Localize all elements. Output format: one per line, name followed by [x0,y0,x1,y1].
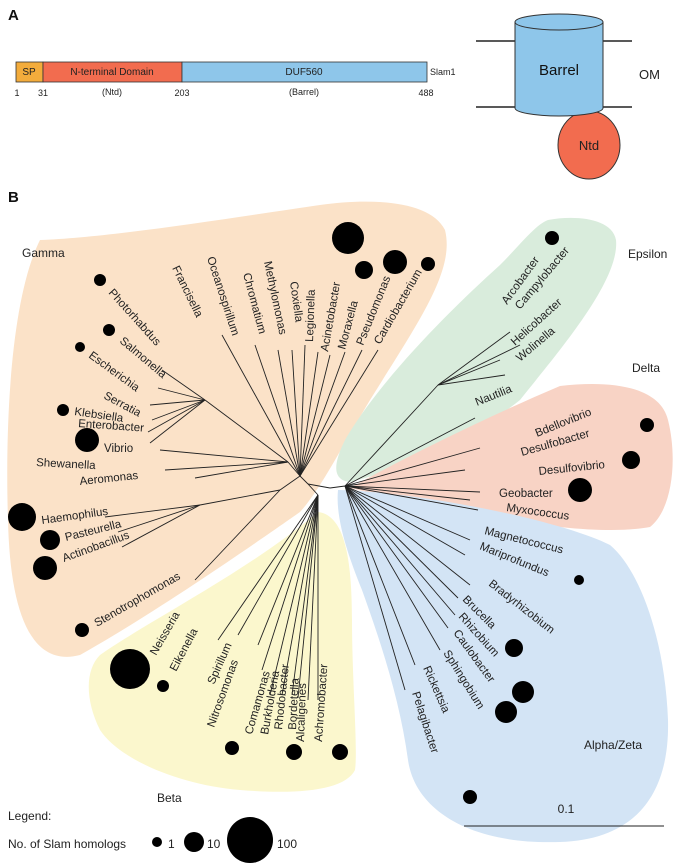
position-4: 488 [418,88,433,98]
membrane-topology: Barrel Ntd OM [476,13,660,180]
dot-eikenella [157,680,169,692]
legend-title: Legend: [8,809,51,823]
dot-vibrio [75,428,99,452]
domain-ntd-label: N-terminal Domain [70,67,153,78]
clade-label-delta: Delta [632,361,660,375]
legend-dot-large [227,817,273,863]
dot-salmonella [103,324,115,336]
dot-achromobacter [332,744,348,760]
barrel-top [514,13,604,31]
legend-dot-medium [184,832,204,852]
taxon-label: Alcaligenes [295,683,309,742]
domain-ntd-sublabel: (Ntd) [102,87,122,97]
legend-value-1: 1 [168,837,175,851]
clade-region-alpha-zeta [337,490,669,843]
clade-region-delta [350,383,673,531]
taxon-label: Enterobacter [78,418,145,435]
domain-barrel [181,61,428,83]
panel-b-letter: B [8,189,19,206]
clade-region-gamma [7,201,447,657]
clade-label-alpha-zeta: Alpha/Zeta [584,738,642,752]
dot-sphingobium [512,681,534,703]
dot-alcaligenes [286,744,302,760]
taxon-label: Shewanella [36,457,97,472]
taxon-label: Coxiella [287,281,305,324]
clade-region-epsilon [336,217,617,482]
position-3: 203 [174,88,189,98]
dot-comamonas [225,741,239,755]
clade-label-gamma: Gamma [22,246,65,260]
homolog-dots [8,222,654,804]
scale-bar: 0.1 [464,802,664,827]
domain-sp-label: SP [22,67,36,78]
dot-mariprofundus [574,575,584,585]
dot-stenotrophomonas [75,623,89,637]
dot-rickettsia [495,701,517,723]
position-1: 1 [14,88,19,98]
domain-barrel-sublabel: (Barrel) [289,87,319,97]
taxon-label: Bordetella [287,677,302,730]
ntd-label: Ntd [579,138,599,153]
legend-dot-small [152,837,162,847]
barrel-label: Barrel [539,62,579,79]
dot-actinobacillus [33,556,57,580]
legend-value-10: 10 [207,837,221,851]
protein-name: Slam1 [430,67,456,77]
taxon-label: Achromobacter [313,663,330,742]
legend-label: No. of Slam homologs [8,837,126,851]
dot-klebsiella [57,404,69,416]
clade-label-beta: Beta [157,791,182,805]
dot-bdellovibrio [640,418,654,432]
membrane-label: OM [639,67,660,82]
legend: Legend: No. of Slam homologs 1 10 100 [8,809,297,863]
domain-barrel-label: DUF560 [285,67,323,78]
taxon-label: Legionella [304,289,318,342]
dot-arcobacter [545,231,559,245]
dot-pseudomonas [383,250,407,274]
dot-pasteurella [40,530,60,550]
scale-bar-label: 0.1 [558,802,575,816]
dot-pelagibacter [463,790,477,804]
clade-region-beta [88,512,356,792]
dot-haemophilus [8,503,36,531]
dot-legionella [332,222,364,254]
dot-caulobacter [505,639,523,657]
taxon-label: Geobacter [499,488,553,500]
dot-moraxella [355,261,373,279]
tree-branches [104,331,521,701]
barrel-cylinder [514,22,604,117]
dot-escherichia [75,342,85,352]
dot-neisseria [110,649,150,689]
dot-desulfovibrio [622,451,640,469]
position-2: 31 [38,88,48,98]
domain-architecture: SP N-terminal Domain DUF560 (Ntd) (Barre… [14,61,456,98]
clade-label-epsilon: Epsilon [628,247,667,261]
dot-photorhabdus [94,274,106,286]
dot-cardiobacterium [421,257,435,271]
dot-geobacter [568,478,592,502]
panel-a-letter: A [8,7,19,24]
taxon-label: Vibrio [104,443,133,455]
legend-value-100: 100 [277,837,297,851]
